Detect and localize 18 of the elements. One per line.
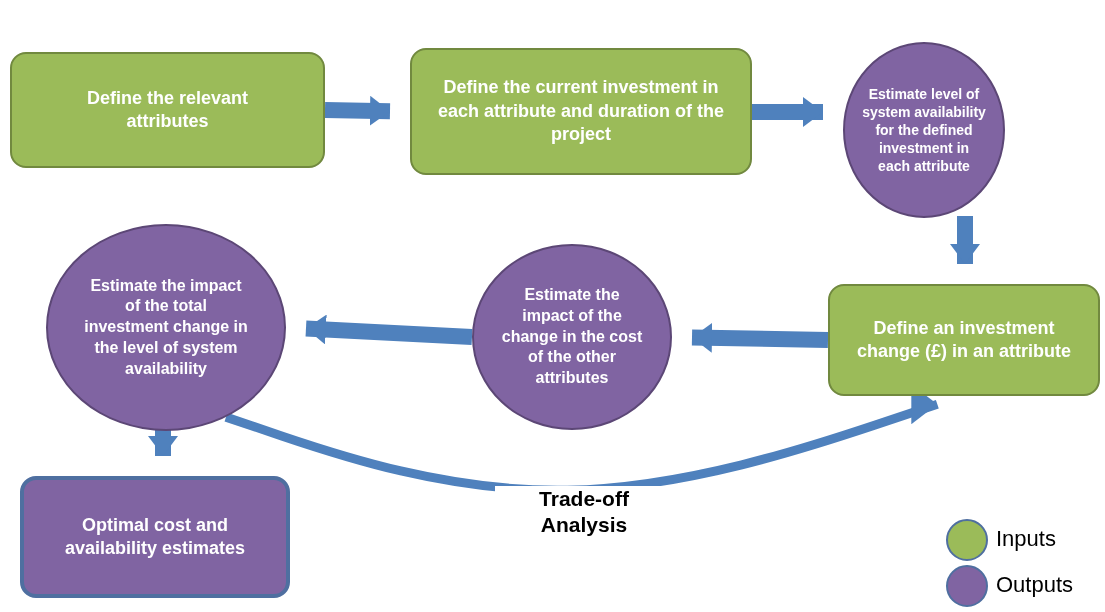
input-box xyxy=(828,284,1100,396)
node-text: Optimal cost and availability estimates xyxy=(63,513,247,560)
legend-label: Inputs xyxy=(996,526,1056,552)
node-text: Estimate the impact of the change in the cost of the other attributes xyxy=(500,285,644,389)
arrow xyxy=(305,314,473,345)
node-text: Define the current investment in each attribute and duration of the project xyxy=(437,76,725,147)
node-text: Estimate the impact of the total investment change in the level of system availability xyxy=(83,275,249,379)
node-text: Define an investment change (£) in an attribute xyxy=(856,316,1072,363)
input-box xyxy=(410,48,752,175)
arrow xyxy=(324,95,391,126)
node-text: Estimate level of system availability for the defined investment in each attribute xyxy=(861,84,987,176)
arrow xyxy=(752,97,823,127)
result-box xyxy=(20,476,290,598)
arrow xyxy=(691,322,829,353)
input-box xyxy=(10,52,325,168)
node-text: Define the relevant attributes xyxy=(85,86,250,133)
arrow xyxy=(950,216,980,264)
legend-label: Outputs xyxy=(996,572,1074,598)
